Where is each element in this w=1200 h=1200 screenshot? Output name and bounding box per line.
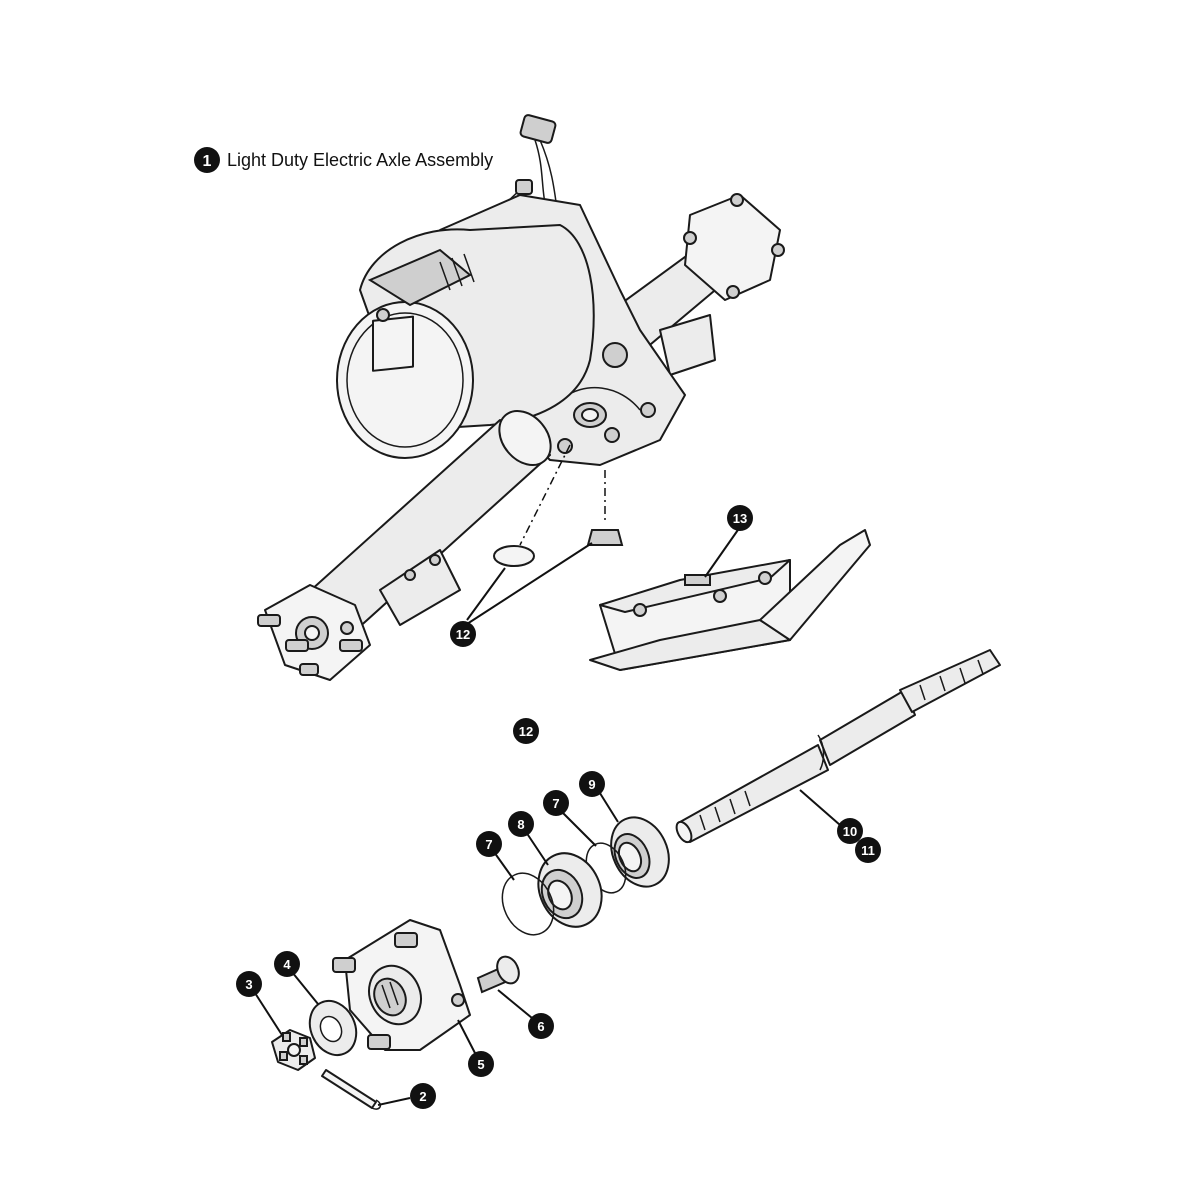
callout-label: 7 (552, 796, 559, 811)
callout-label: 5 (477, 1057, 484, 1072)
callout-label: 1 (203, 153, 212, 170)
drain-cap (493, 545, 535, 567)
callout-label: 10 (843, 824, 857, 839)
bearing: 8 (508, 811, 603, 928)
callout-label: 3 (245, 977, 252, 992)
electric-axle-assembly (257, 114, 785, 681)
callout-label: 13 (733, 511, 747, 526)
diagram-title: Light Duty Electric Axle Assembly (227, 150, 493, 170)
axle-shaft: 10 11 (675, 649, 1001, 863)
washer: 4 (274, 951, 358, 1057)
wheel-hub: 5 (332, 919, 494, 1077)
oil-seal: 9 (579, 771, 670, 888)
drain-plug-group: 12 (450, 444, 624, 647)
callout-label: 9 (588, 777, 595, 792)
callout-label: 2 (419, 1089, 426, 1104)
cotter-pin: 2 (321, 1069, 436, 1110)
callout-12-standalone: 12 (513, 718, 539, 744)
callout-label: 12 (456, 627, 470, 642)
callout-label: 8 (517, 817, 524, 832)
callout-label: 4 (283, 957, 291, 972)
hub-studs (257, 614, 363, 676)
retaining-ring-outer: 7 (476, 831, 555, 936)
callout-label: 12 (519, 724, 533, 739)
callout-label: 11 (861, 843, 875, 858)
castle-nut: 3 (236, 971, 316, 1071)
skid-plate: 13 (589, 505, 871, 671)
drain-plug (586, 529, 624, 546)
callout-label: 6 (537, 1019, 544, 1034)
wheel-stud: 6 (476, 955, 554, 1039)
callout-1-title: 1 Light Duty Electric Axle Assembly (194, 147, 493, 173)
callout-label: 7 (485, 837, 492, 852)
